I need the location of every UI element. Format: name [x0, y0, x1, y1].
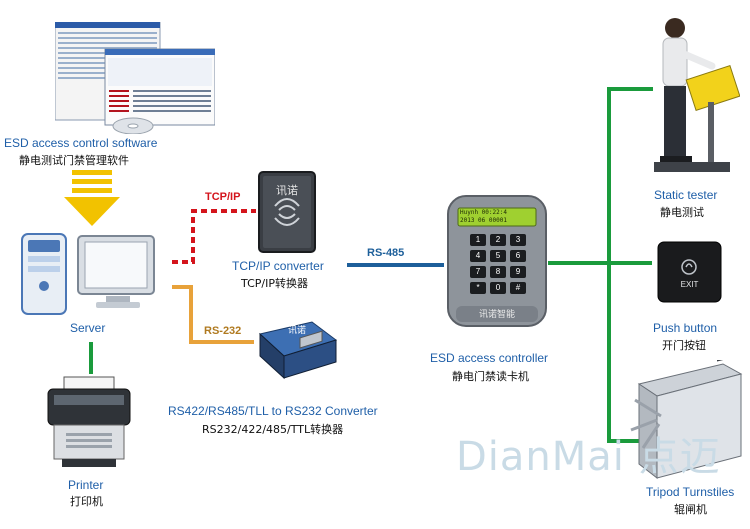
software-screenshots [54, 21, 216, 135]
keypad-key[interactable]: 5 [490, 250, 506, 262]
rs232-link-label: RS-232 [204, 325, 242, 337]
printer-label: Printer [68, 478, 104, 492]
server-icon [18, 228, 158, 320]
watermark: DianMai 点迈 [456, 434, 721, 480]
keypad-key[interactable]: * [470, 282, 486, 294]
push-button-label-zh: 开门按钮 [662, 339, 706, 352]
tcpip-converter-brand: 讯诺 [276, 184, 298, 197]
tcpip-converter-label-zh: TCP/IP转换器 [241, 277, 308, 290]
push-button-label: Push button [653, 321, 718, 335]
keypad-key[interactable]: 9 [510, 266, 526, 278]
static-tester-label: Static tester [654, 188, 718, 202]
access-controller-device: Huynh 00:22:4 2013 06 00001 1 2 3 4 5 6 … [446, 194, 548, 328]
static-tester-label-zh: 静电测试 [660, 206, 704, 219]
rs-converter-brand: 讯诺 [288, 326, 307, 336]
rs485-link-label: RS-485 [367, 247, 405, 259]
controller-lcd-line1: Huynh 00:22:4 [460, 209, 507, 216]
controller-label-zh: 静电门禁读卡机 [452, 370, 529, 383]
keypad-key[interactable]: 8 [490, 266, 506, 278]
device-bus [548, 87, 653, 443]
keypad-key[interactable]: 3 [510, 234, 526, 246]
tcpip-converter-device: 讯诺 [257, 170, 317, 254]
server-label: Server [70, 321, 106, 335]
printer-label-zh: 打印机 [70, 495, 103, 508]
software-to-server-arrow [64, 170, 120, 226]
turnstile-label-zh: 辊闸机 [674, 503, 707, 516]
exit-label: EXIT [680, 280, 699, 289]
push-button-device: EXIT [657, 241, 722, 303]
controller-lcd-line2: 2013 06 00001 [460, 217, 507, 224]
rs232-link [172, 285, 254, 344]
keypad-key[interactable]: 4 [470, 250, 486, 262]
keypad-key[interactable]: 0 [490, 282, 506, 294]
keypad-key[interactable]: 7 [470, 266, 486, 278]
controller-label: ESD access controller [430, 351, 549, 365]
software-label-zh: 静电测试门禁管理软件 [19, 154, 129, 167]
tcpip-link-label: TCP/IP [205, 191, 241, 203]
rs-converter-label-zh: RS232/422/485/TTL转换器 [202, 423, 344, 436]
controller-brand: 讯诺智能 [478, 310, 515, 320]
keypad-key[interactable]: 2 [490, 234, 506, 246]
printer-icon [44, 375, 134, 475]
software-label: ESD access control software [4, 136, 158, 150]
turnstile-label: Tripod Turnstiles [646, 485, 735, 499]
tcpip-converter-label: TCP/IP converter [232, 259, 324, 273]
rs-converter-device: 讯诺 [254, 318, 340, 384]
keypad-key[interactable]: 1 [470, 234, 486, 246]
keypad-key[interactable]: 6 [510, 250, 526, 262]
tcpip-link [172, 209, 256, 264]
rs-converter-label: RS422/RS485/TLL to RS232 Converter [168, 404, 378, 418]
keypad-key[interactable]: # [510, 282, 526, 294]
static-tester-figure [650, 14, 741, 176]
controller-keypad: 1 2 3 4 5 6 7 8 9 * 0 # [470, 234, 526, 294]
